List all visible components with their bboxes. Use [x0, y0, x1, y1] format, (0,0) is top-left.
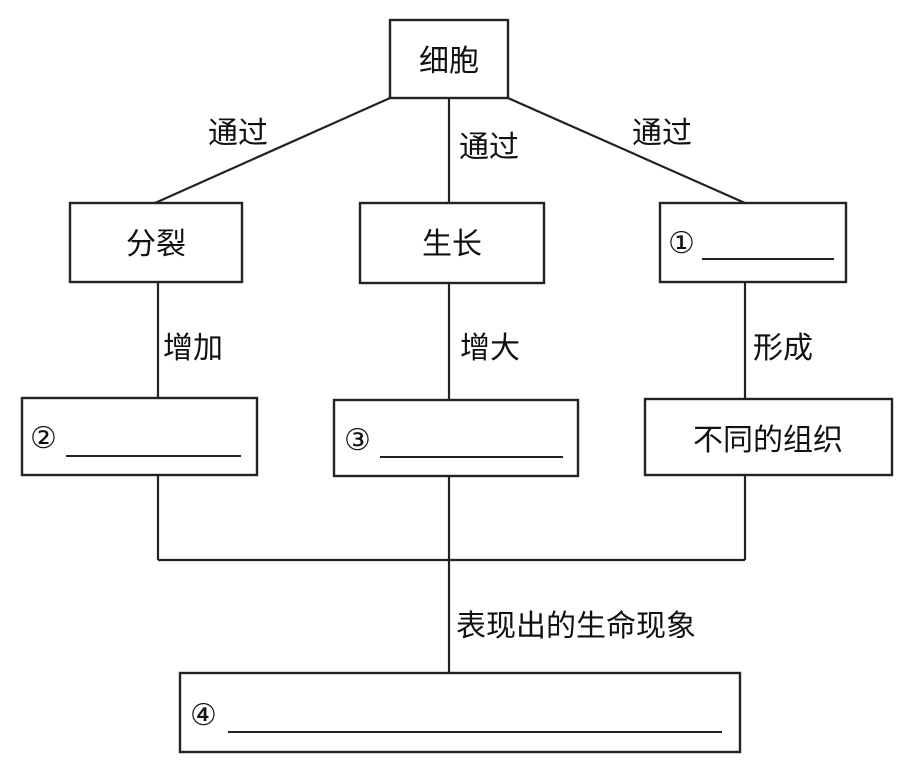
edge-label-bottom: 表现出的生命现象: [456, 609, 696, 644]
edge-label-right-down: 形成: [753, 331, 813, 366]
blank4-box: [178, 671, 742, 754]
blank3-marker: ③: [344, 423, 371, 458]
tissues-box: [643, 397, 894, 477]
blank4-marker: ④: [190, 698, 217, 733]
root-box: [388, 18, 510, 100]
connectors: [154, 96, 747, 673]
edge-label-left-down: 增加: [163, 331, 223, 366]
growth-label: 生长: [422, 227, 482, 262]
division-label: 分裂: [126, 227, 186, 262]
blank1-box: [658, 201, 848, 284]
tissues-label: 不同的组织: [693, 423, 843, 458]
blank3-box: [332, 398, 580, 478]
root-label: 细胞: [419, 44, 479, 79]
connector-root-left: [154, 96, 391, 205]
edge-label-right: 通过: [632, 116, 692, 151]
edge-label-left: 通过: [208, 116, 268, 151]
blank2-box: [20, 396, 259, 477]
blank2-marker: ②: [30, 421, 57, 456]
edge-label-middle: 通过: [459, 130, 519, 165]
division-box: [68, 201, 244, 284]
connector-root-right: [507, 96, 746, 205]
edge-label-middle-down: 增大: [460, 331, 520, 366]
blank1-marker: ①: [668, 226, 695, 261]
growth-box: [358, 201, 546, 285]
